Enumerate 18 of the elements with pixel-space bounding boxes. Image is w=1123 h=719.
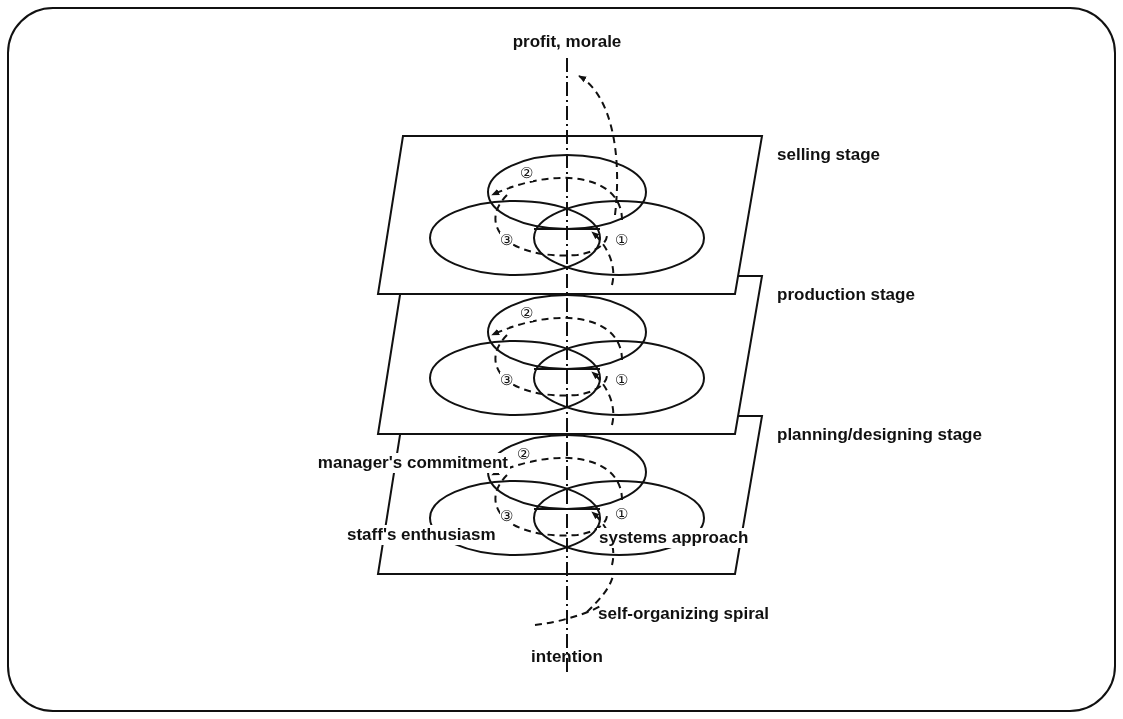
stage-label: planning/designing stage <box>777 425 982 445</box>
factor-label: staff's enthusiasm <box>345 525 498 545</box>
outcome-label: profit, morale <box>512 32 622 52</box>
circled-number: ② <box>520 305 533 321</box>
input-label: intention <box>531 647 603 667</box>
circled-number: ③ <box>500 508 513 524</box>
stage-label: selling stage <box>777 145 880 165</box>
factor-label: manager's commitment <box>315 453 510 473</box>
circled-number: ① <box>615 372 628 388</box>
circled-number: ③ <box>500 232 513 248</box>
spiral-label: self-organizing spiral <box>598 604 769 624</box>
circled-number: ③ <box>500 372 513 388</box>
circled-number: ② <box>520 165 533 181</box>
circled-number: ① <box>615 506 628 522</box>
circled-number: ② <box>517 446 530 462</box>
stage-label: production stage <box>777 285 915 305</box>
factor-label: systems approach <box>597 528 751 548</box>
circled-number: ① <box>615 232 628 248</box>
